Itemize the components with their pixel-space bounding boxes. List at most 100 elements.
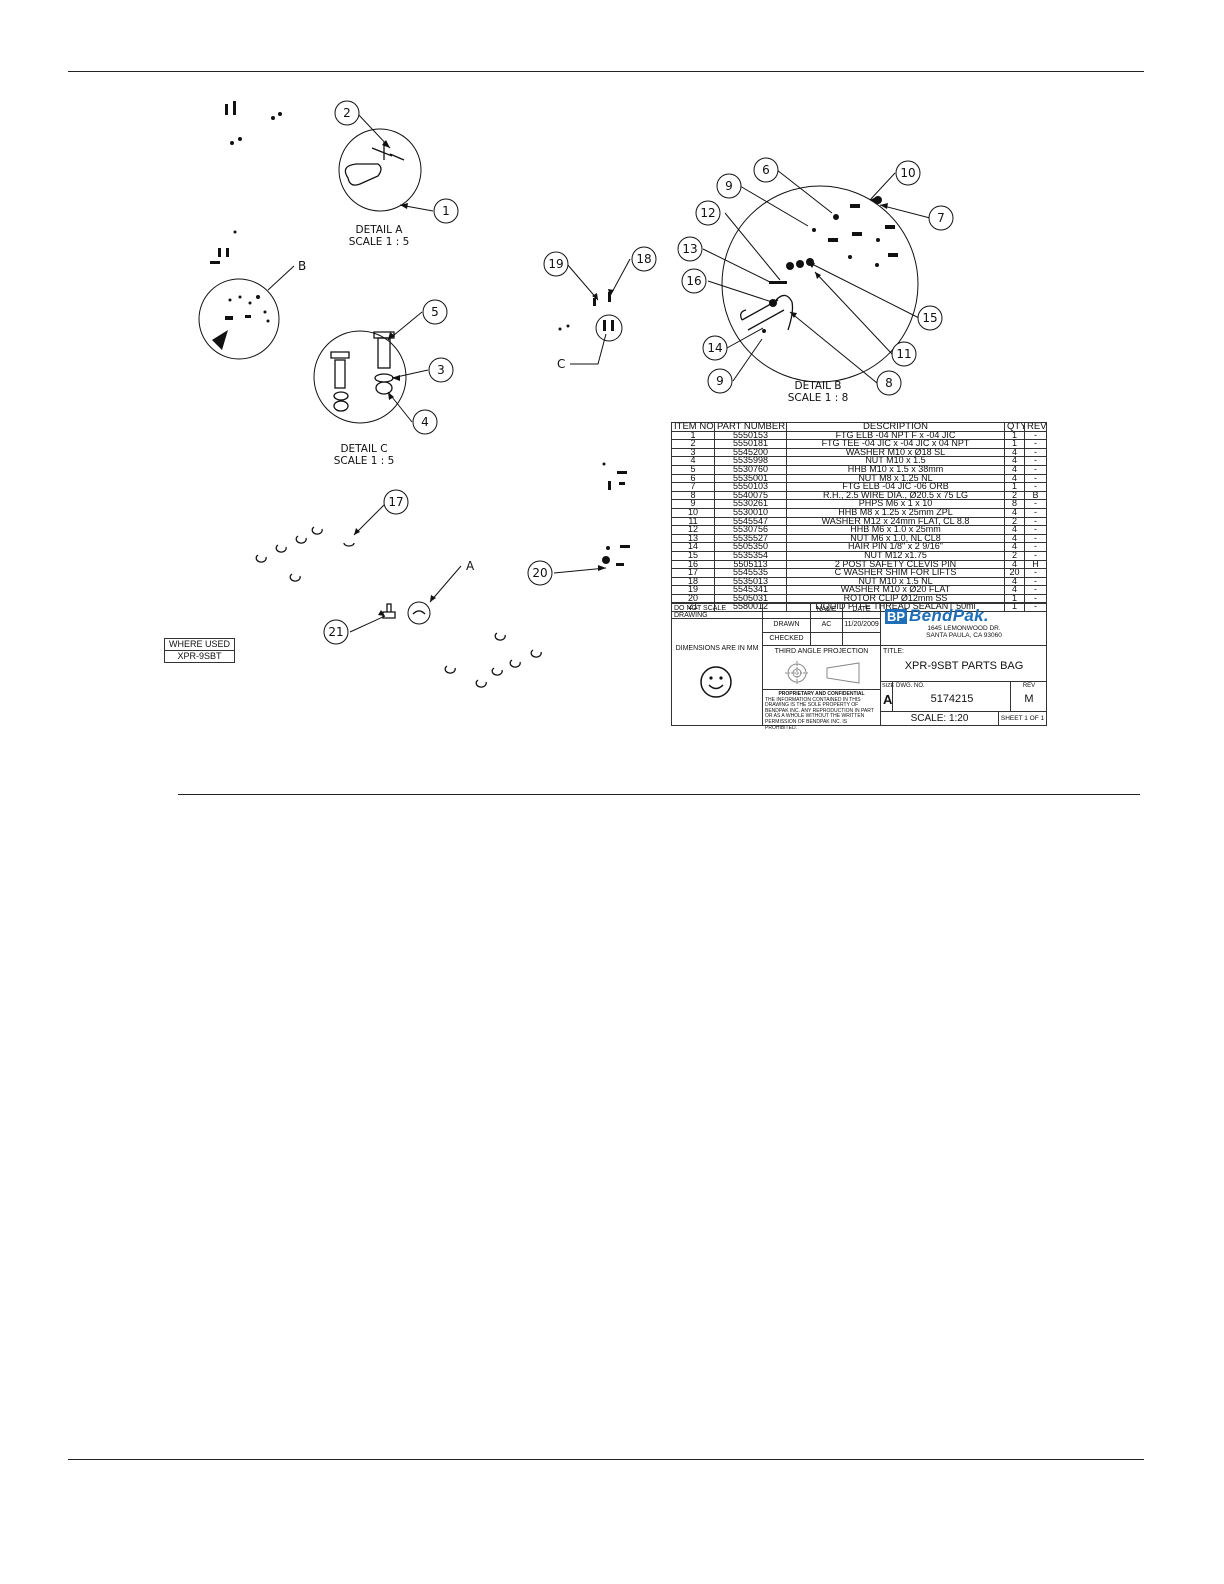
projection-panel: THIRD ANGLE PROJECTION: [762, 645, 880, 689]
cell-desc: WASHER M10 x Ø18 SL: [786, 447, 1005, 458]
cell-qty: 4: [1004, 525, 1025, 535]
dimensions-note: DIMENSIONS ARE IN MM: [675, 645, 759, 652]
cell-rev: -: [1024, 568, 1047, 578]
cell-desc: HHB M10 x 1.5 x 38mm: [786, 464, 1005, 475]
size-label: SIZE: [882, 683, 895, 689]
dwg-number: 5174215: [930, 693, 974, 705]
logo-mark: BP: [885, 609, 908, 624]
callout-6: 6: [762, 163, 770, 177]
cell-rev: -: [1024, 439, 1047, 449]
confidential-panel: PROPRIETARY AND CONFIDENTIAL THE INFORMA…: [762, 689, 880, 730]
header-rev: REV: [1024, 422, 1047, 432]
projection-label: THIRD ANGLE PROJECTION: [774, 648, 869, 655]
cell-qty: 4: [1004, 456, 1025, 466]
detail-letter-c: C: [557, 357, 565, 371]
where-used-label: WHERE USED: [165, 639, 235, 651]
cell-part: 5530756: [714, 525, 787, 535]
cell-rev: -: [1024, 473, 1047, 484]
detail-a-scale: SCALE 1 : 5: [349, 236, 410, 248]
cell-item: 3: [671, 447, 715, 458]
date-header: DATE: [842, 604, 880, 618]
cell-qty: 4: [1004, 447, 1025, 458]
detail-c-scale: SCALE 1 : 5: [334, 455, 395, 467]
callout-17: 17: [388, 495, 403, 509]
cell-item: 13: [671, 533, 715, 544]
mid-rule: [178, 794, 1140, 795]
cell-qty: 20: [1004, 568, 1025, 578]
cell-desc: NUT M12 x1.75: [786, 550, 1005, 561]
cell-desc: NUT M10 x 1.5 NL: [786, 576, 1005, 587]
cell-part: 5530010: [714, 507, 787, 518]
cell-desc: WASHER M12 x 24mm FLAT, CL 8.8: [786, 516, 1005, 527]
title-label: TITLE:: [883, 648, 905, 655]
company-panel: BP BendPak. 1645 LEMONWOOD DR. SANTA PAU…: [880, 604, 1046, 645]
cell-part: 5540075: [714, 490, 787, 501]
cell-rev: -: [1024, 456, 1047, 466]
cell-item: 12: [671, 525, 715, 535]
cell-item: 6: [671, 473, 715, 484]
cell-part: 5535013: [714, 576, 787, 587]
top-rule: [68, 71, 1144, 72]
cell-qty: 4: [1004, 585, 1025, 595]
callout-5: 5: [431, 305, 439, 319]
cell-item: 19: [671, 585, 715, 595]
cell-qty: 1: [1004, 430, 1025, 441]
dwg-panel: DWG. NO. 5174215: [892, 681, 1010, 711]
cell-item: 11: [671, 516, 715, 527]
part-21-circle: [407, 601, 431, 625]
cell-desc: WASHER M10 x Ø20 FLAT: [786, 585, 1005, 595]
cell-part: 5530261: [714, 499, 787, 509]
name-header: NAME: [810, 604, 842, 618]
callout-20: 20: [532, 566, 547, 580]
cell-qty: 4: [1004, 473, 1025, 484]
callout-8: 8: [885, 376, 893, 390]
cell-qty: 4: [1004, 533, 1025, 544]
cell-item: 4: [671, 456, 715, 466]
cell-item: 1: [671, 430, 715, 441]
cell-rev: -: [1024, 499, 1047, 509]
checked-label: CHECKED: [762, 632, 810, 645]
title-block: DO NOT SCALE DRAWING DIMENSIONS ARE IN M…: [671, 603, 1047, 730]
callout-4: 4: [421, 415, 429, 429]
callout-9-bottom: 9: [716, 374, 724, 388]
cell-rev: -: [1024, 447, 1047, 458]
cell-desc: NUT M6 x 1.0, NL CL8: [786, 533, 1005, 544]
address-line-1: 1645 LEMONWOOD DR.: [927, 625, 1001, 632]
cell-qty: 4: [1004, 576, 1025, 587]
third-angle-projection-icon: [785, 661, 860, 685]
cell-part: 5535998: [714, 456, 787, 466]
callout-3: 3: [437, 363, 445, 377]
confidential-text: THE INFORMATION CONTAINED IN THIS DRAWIN…: [765, 696, 874, 731]
cell-desc: HHB M8 x 1.25 x 25mm ZPL: [786, 507, 1005, 518]
cell-item: 14: [671, 542, 715, 552]
cell-qty: 4: [1004, 542, 1025, 552]
cell-rev: -: [1024, 593, 1047, 604]
cell-part: 5545535: [714, 568, 787, 578]
cell-desc: HAIR PIN 1/8" x 2 9/16": [786, 542, 1005, 552]
cell-part: 5505031: [714, 593, 787, 604]
header-part-number: PART NUMBER: [714, 422, 787, 432]
cell-desc: NUT M10 x 1.5: [786, 456, 1005, 466]
cell-item: 7: [671, 482, 715, 492]
detail-c-name: DETAIL C: [340, 443, 387, 455]
callout-21: 21: [328, 625, 343, 639]
where-used-value: XPR-9SBT: [177, 651, 222, 661]
sheet-value: SHEET 1 OF 1: [998, 711, 1046, 725]
cell-part: 5505113: [714, 559, 787, 570]
cell-desc: FTG ELB -04 JIC -06 ORB: [786, 482, 1005, 492]
cell-desc: ROTOR CLIP Ø12mm SS: [786, 593, 1005, 604]
size-panel: SIZE A: [880, 681, 895, 711]
smiley-icon: [700, 666, 732, 698]
